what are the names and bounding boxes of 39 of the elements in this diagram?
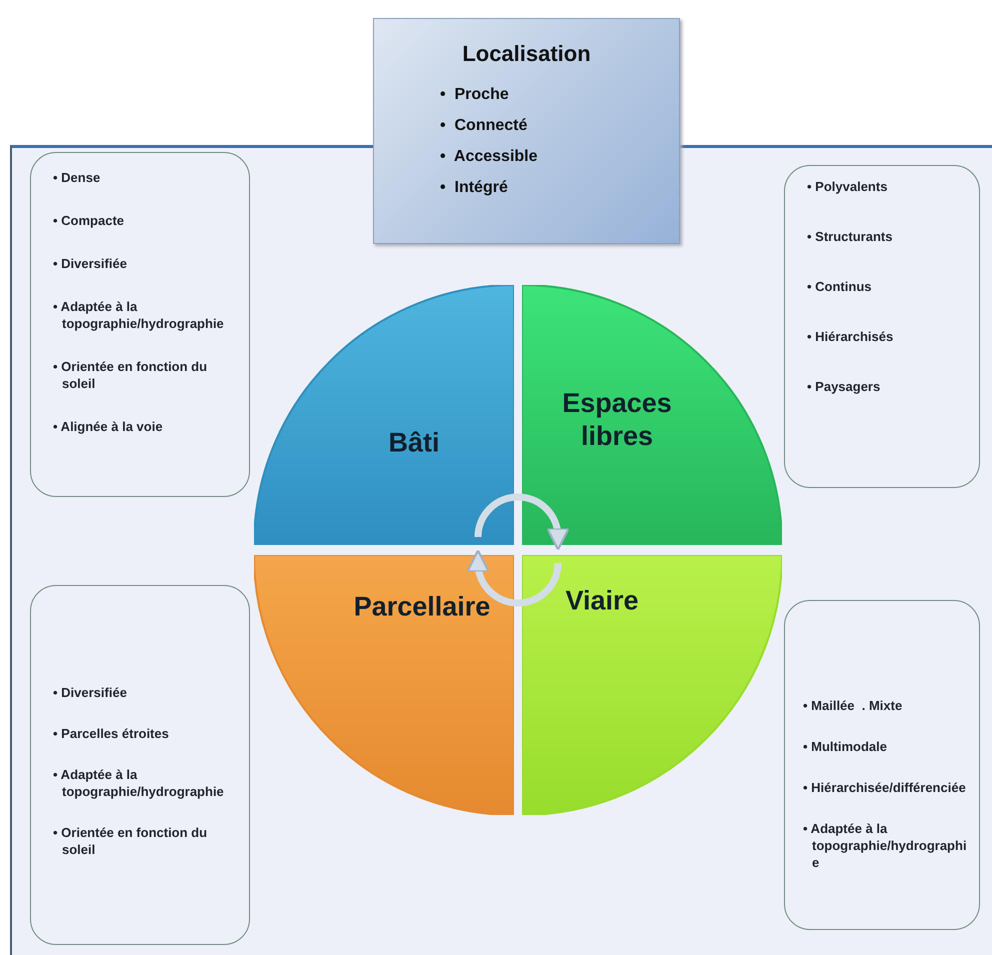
bullet-item: • Parcelles étroites (53, 725, 170, 742)
bullet-item: • Accessible (440, 147, 539, 167)
bullet-item: • Maillée . Mixte (803, 697, 904, 714)
quadrant-label: Bâti (387, 426, 440, 460)
location-card (373, 18, 680, 244)
cycle-arrow (474, 494, 569, 551)
quadrant-label: Espaces libres (561, 387, 673, 453)
bullet-item: • Multimodale (803, 738, 888, 755)
criteria-card (30, 585, 250, 945)
bullet-item: • Adaptée à la topographie/hydrographie (53, 766, 225, 800)
bullet-item: • Adaptée à la topographie/hydrographie (803, 820, 968, 871)
bullet-item: • Compacte (53, 212, 126, 229)
bullet-item: • Dense (53, 169, 102, 186)
bullet-item: • Intégré (440, 178, 509, 198)
bullet-item: • Diversifiée (53, 255, 128, 272)
quadrant-segment (522, 555, 782, 815)
criteria-card (784, 600, 980, 930)
bullet-item: • Hiérarchisés (807, 328, 894, 345)
bullet-item: • Proche (440, 85, 510, 105)
card-heading: Localisation (461, 41, 592, 67)
criteria-card (784, 165, 980, 488)
quadrant-segment (254, 555, 514, 815)
bullet-item: • Adaptée à la topographie/hydrographie (53, 298, 225, 332)
bullet-item: • Orientée en fonction du soleil (53, 358, 208, 392)
quadrant-label: Viaire (564, 584, 640, 618)
quadrant-segment (522, 285, 782, 545)
bullet-item: • Continus (807, 278, 872, 295)
quadrant-label: Parcellaire (352, 590, 492, 624)
bullet-item: • Alignée à la voie (53, 418, 164, 435)
bullet-item: • Connecté (440, 116, 528, 136)
bullet-item: • Orientée en fonction du soleil (53, 824, 208, 858)
bullet-item: • Diversifiée (53, 684, 128, 701)
bullet-item: • Polyvalents (807, 178, 888, 195)
bullet-item: • Paysagers (807, 378, 882, 395)
bullet-item: • Structurants (807, 228, 894, 245)
bullet-item: • Hiérarchisée/différenciée (803, 779, 967, 796)
criteria-card (30, 152, 250, 497)
cycle-arrow (467, 549, 562, 606)
quadrant-segment (254, 285, 514, 545)
